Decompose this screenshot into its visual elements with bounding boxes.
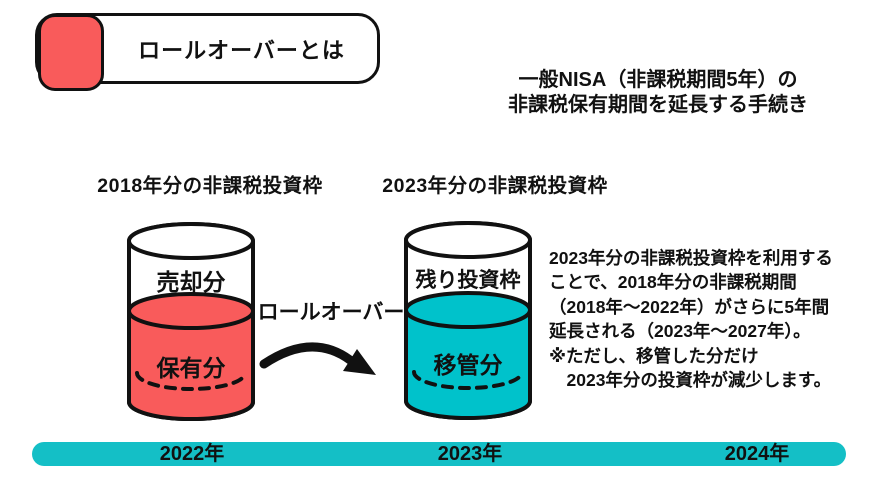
cylinder-bottom-dashed [412, 370, 524, 390]
year-label-2022: 2022年 [159, 443, 225, 465]
rollover-arrow [259, 342, 376, 375]
title-badge: ロールオーバーとは [35, 13, 380, 91]
description-line-4: 延長される（2023年～2027年）。 [549, 321, 811, 342]
description-line-5: ※ただし、移管した分だけ [549, 345, 759, 366]
held-portion-fill [129, 311, 253, 419]
held-portion-label: 保有分 [156, 355, 226, 381]
cylinder-rim [404, 221, 532, 259]
cylinder-outline [404, 240, 532, 420]
description-line-1: 2023年分の非課税投資枠を利用する [549, 248, 833, 268]
cylinder-outline [127, 241, 255, 421]
intro-text: 一般NISA（非課税期間5年）の 非課税保有期間を延長する手続き [458, 68, 858, 118]
frame-heading-2023: 2023年分の非課税投資枠 [382, 175, 608, 197]
rollover-arrow-label: ロールオーバー [257, 301, 405, 324]
description-line-3: （2018年～2022年）がさらに5年間 [549, 296, 830, 317]
transferred-portion-label: 移管分 [433, 352, 503, 378]
cylinder-2018-quota [127, 222, 255, 421]
cylinder-bottom-dashed [135, 371, 247, 391]
transferred-portion-fill [406, 310, 530, 418]
sold-portion-label: 売却分 [156, 269, 226, 295]
year-label-2024: 2024年 [724, 443, 790, 465]
cylinder-rim [127, 222, 255, 260]
intro-line-2: 非課税保有期間を延長する手続き [508, 94, 808, 116]
timeline-bar: 2022年 2023年 2024年 [32, 442, 846, 466]
description-line-6: 2023年分の投資枠が減少します。 [549, 370, 832, 391]
page-title: ロールオーバーとは [138, 37, 345, 63]
frame-heading-2018: 2018年分の非課税投資枠 [97, 175, 323, 197]
arrow-head [343, 349, 376, 375]
arrow-curve [259, 342, 355, 369]
liquid-surface [127, 292, 255, 330]
year-label-2023: 2023年 [437, 443, 503, 465]
description-line-2: ことで、2018年分の非課税期間 [549, 272, 797, 293]
liquid-surface [404, 291, 532, 329]
intro-line-1: 一般NISA（非課税期間5年）の [518, 69, 798, 91]
cylinder-2023-quota [404, 221, 532, 420]
description-text: 2023年分の非課税投資枠を利用する ことで、2018年分の非課税期間 （201… [549, 246, 870, 392]
red-accent-tab [38, 14, 104, 91]
remaining-quota-label: 残り投資枠 [415, 269, 521, 292]
